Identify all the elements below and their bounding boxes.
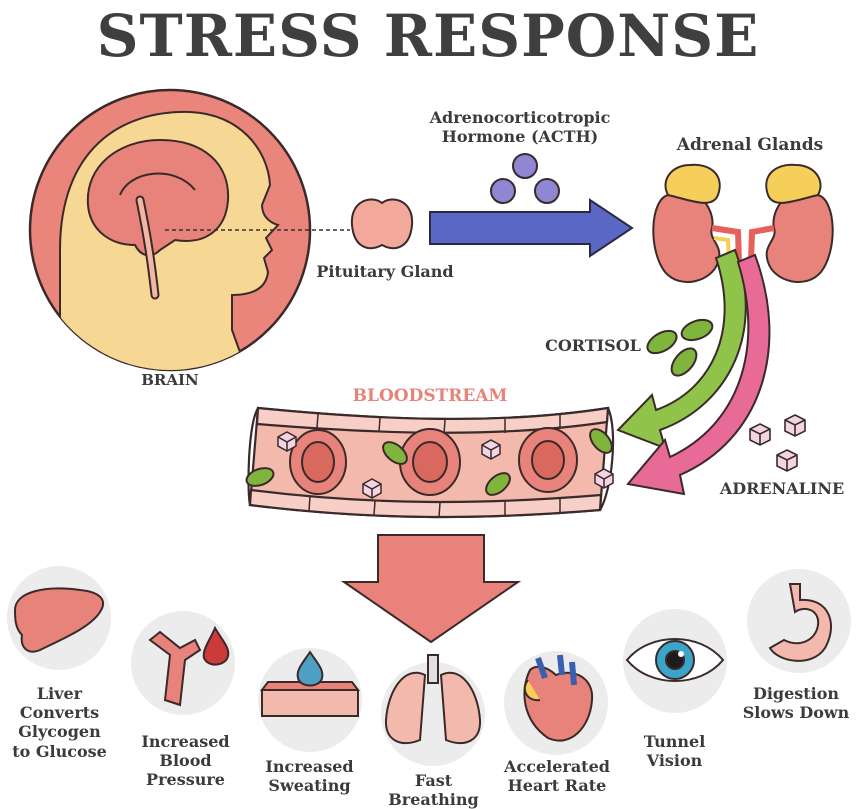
effect-label-digestion: Digestion Slows Down — [736, 684, 856, 722]
label-pituitary-gland: Pituitary Gland — [300, 262, 470, 281]
cortisol-pills — [644, 316, 715, 380]
down-arrow — [344, 535, 518, 642]
acth-arrow — [430, 200, 632, 256]
head-brain-illustration — [30, 90, 350, 380]
effect-label-heart-rate: Accelerated Heart Rate — [492, 757, 622, 795]
effect-label-sweating: Increased Sweating — [252, 757, 367, 795]
label-bloodstream: BLOODSTREAM — [340, 386, 520, 406]
acth-molecules — [491, 154, 559, 203]
pituitary-gland-illustration — [352, 199, 412, 248]
effect-label-breathing: Fast Breathing — [376, 771, 491, 809]
adrenaline-arrow — [628, 255, 769, 494]
label-adrenal-glands: Adrenal Glands — [660, 135, 840, 155]
red-blood-cells — [290, 428, 577, 495]
label-brain: BRAIN — [130, 371, 210, 389]
effect-label-tunnel-vision: Tunnel Vision — [617, 732, 732, 770]
adrenaline-cubes — [750, 415, 805, 471]
effect-label-liver: Liver Converts Glycogen to Glucose — [2, 684, 117, 761]
label-adrenaline: ADRENALINE — [712, 479, 852, 498]
label-acth: Adrenocorticotropic Hormone (ACTH) — [405, 108, 635, 146]
effect-label-blood-pressure: Increased Blood Pressure — [128, 732, 243, 790]
label-cortisol: CORTISOL — [538, 336, 648, 355]
